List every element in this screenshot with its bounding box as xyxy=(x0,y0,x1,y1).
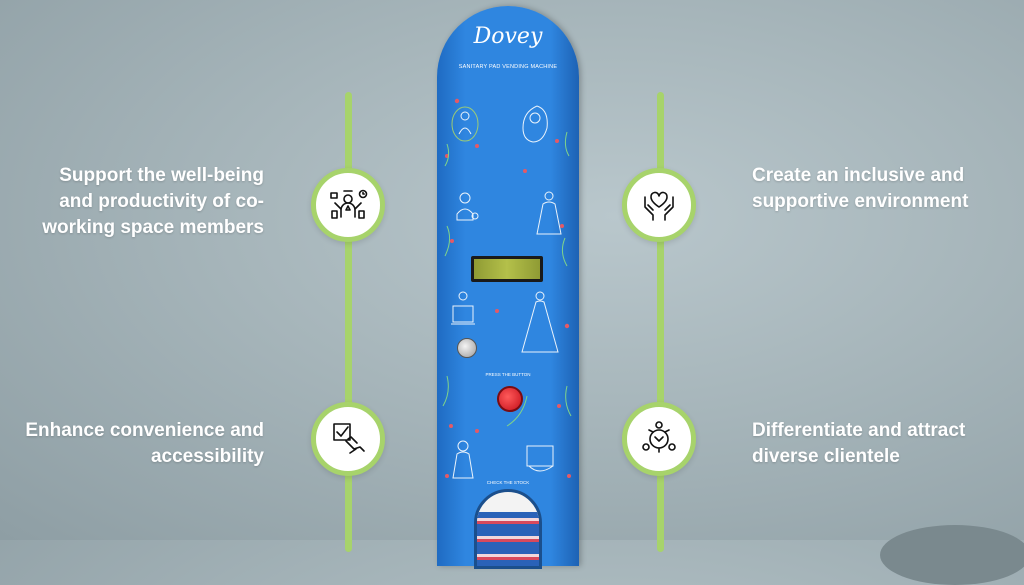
dispense-button[interactable] xyxy=(497,386,523,412)
press-button-label: PRESS THE BUTTON xyxy=(485,372,531,377)
stock-window xyxy=(474,489,542,569)
hand-checklist-icon xyxy=(311,402,385,476)
right-timeline-line xyxy=(657,92,664,552)
vending-machine: Dovey SANITARY PAD VENDING MACHINE xyxy=(437,6,579,569)
machine-subtitle: SANITARY PAD VENDING MACHINE xyxy=(458,64,558,70)
left-timeline-line xyxy=(345,92,352,552)
hands-heart-icon xyxy=(622,168,696,242)
check-stock-label: CHECK THE STOCK xyxy=(486,480,530,485)
corner-shape xyxy=(880,525,1024,585)
multitasking-person-icon xyxy=(311,168,385,242)
feature-diverse-text: Differentiate and attract diverse client… xyxy=(752,420,966,467)
machine-illustrations xyxy=(442,98,572,479)
feature-convenience-text: Enhance convenience and accessibility xyxy=(25,420,264,467)
feature-wellbeing-text: Support the well-being and productivity … xyxy=(42,165,264,238)
machine-brand-logo: Dovey xyxy=(473,24,543,49)
coin-slot[interactable] xyxy=(457,338,477,358)
diverse-people-icon xyxy=(622,402,696,476)
lcd-display xyxy=(471,256,543,282)
feature-inclusive-text: Create an inclusive and supportive envir… xyxy=(752,165,969,212)
